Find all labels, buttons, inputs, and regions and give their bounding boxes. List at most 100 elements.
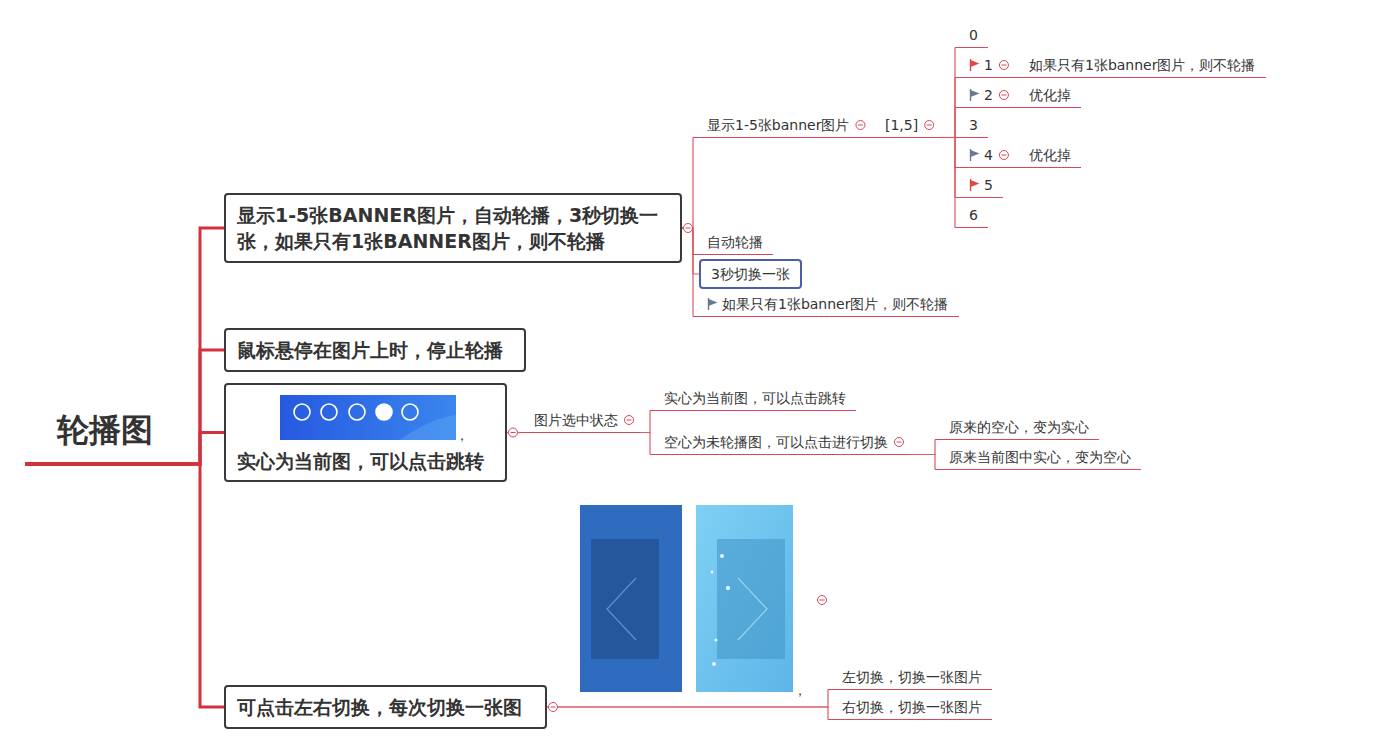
node-text: 如果只有1张banner图片，则不轮播 [1029,57,1256,73]
count-item: 4 [955,143,1015,168]
range-topic: [1,5] [871,113,940,138]
note-topic: 优化掉 [1015,83,1081,108]
collapse-toggle [549,703,558,712]
button-panel [591,539,659,659]
bubble-dot [726,586,730,590]
node-text: 右切换，切换一张图片 [842,699,982,715]
left-chevron [607,578,636,640]
branch-connector [547,690,828,708]
branch-connector [682,228,699,274]
branch-connector [940,138,955,168]
node-text: 3 [969,117,978,133]
toggle-circle [625,416,634,425]
toggle-minus [1001,95,1006,96]
branch-connector [190,350,224,464]
collapse-toggle [684,224,693,233]
toggle-minus [627,420,632,421]
toggle-circle [895,438,904,447]
indicator-dot [402,404,418,420]
count-item: 6 [955,203,988,228]
collapse-toggle [999,91,1008,100]
node-text: 1 [984,57,993,73]
flag-icon [707,298,718,310]
indicator-dot [376,404,392,420]
branch-box: 可点击左右切换，每次切换一张图 [224,685,547,729]
toggle-circle [818,596,827,605]
flag-icon [969,179,980,191]
left-arrow-button-picture [580,505,682,692]
flag-cloth [971,60,980,67]
toggle-minus [858,125,863,126]
flag-icon [969,59,980,71]
node-text: 优化掉 [1029,147,1071,163]
collapse-toggle [999,61,1008,70]
flag-cloth [971,150,980,157]
count-item: 0 [955,23,988,48]
toggle-circle [999,91,1008,100]
toggle-minus [927,125,932,126]
branch-connector [190,433,224,465]
subtopic: 左切换，切换一张图片 [828,665,992,690]
branch-connector [940,78,955,138]
toggle-circle [549,703,558,712]
node-text: 如果只有1张banner图片，则不轮播 [722,296,949,312]
subtopic: 如果只有1张banner图片，则不轮播 [693,292,959,317]
node-text: 图片选中状态 [534,412,618,428]
branch-connector [940,108,955,138]
node-text: 可点击左右切换，每次切换一张图 [237,694,534,720]
button-background [580,505,682,692]
toggle-minus [1001,155,1006,156]
branch-connector [640,411,650,433]
subtopic: 显示1-5张banner图片 [693,113,871,138]
branch-connector [682,228,693,317]
note-topic: 如果只有1张banner图片，则不轮播 [1015,53,1266,78]
subtopic: 原来的空心，变为实心 [935,415,1099,440]
node-text: 5 [984,177,993,193]
node-text: 原来当前图中实心，变为空心 [949,449,1131,465]
collapse-toggle [925,121,934,130]
flag-icon [969,149,980,161]
branch-connector [547,707,828,720]
node-text: 实心为当前图，可以点击跳转 [237,448,494,474]
bubble-dot [714,638,717,641]
collapse-toggle [509,428,518,437]
branch-connector [682,138,693,229]
count-item: 2 [955,83,1015,108]
right-arrow-button-picture [696,505,793,692]
selected-subtopic: 3秒切换一张 [699,259,802,289]
collapse-toggle [818,596,827,605]
node-text: 原来的空心，变为实心 [949,419,1089,435]
punctuation-label: ， [793,681,807,699]
count-item: 5 [955,173,1003,198]
subtopic: 自动轮播 [693,230,773,255]
button-background [696,505,793,692]
branch-connector [640,433,650,455]
right-chevron [738,578,767,640]
toggle-minus [511,432,516,433]
branch-box: 鼠标悬停在图片上时，停止轮播 [224,328,526,372]
node-text: 实心为当前图，可以点击跳转 [664,390,846,406]
count-item: 3 [955,113,988,138]
node-text: 4 [984,147,993,163]
button-panel [717,539,785,659]
toggle-circle [925,121,934,130]
node-text: 自动轮播 [707,234,763,250]
branch-connector [940,48,955,138]
toggle-circle [856,121,865,130]
toggle-circle [999,151,1008,160]
node-text: 空心为未轮播图，可以点击进行切换 [664,434,888,450]
subtopic: 原来当前图中实心，变为空心 [935,445,1141,470]
bubble-dot [711,571,714,574]
node-text: 3秒切换一张 [711,266,790,282]
branch-connector [910,440,935,455]
indicator-dot [349,404,365,420]
collapse-toggle [625,416,634,425]
toggle-circle [684,224,693,233]
count-item: 1 [955,53,1015,78]
node-text: 2 [984,87,993,103]
flag-cloth [971,90,980,97]
flag-cloth [709,299,718,306]
